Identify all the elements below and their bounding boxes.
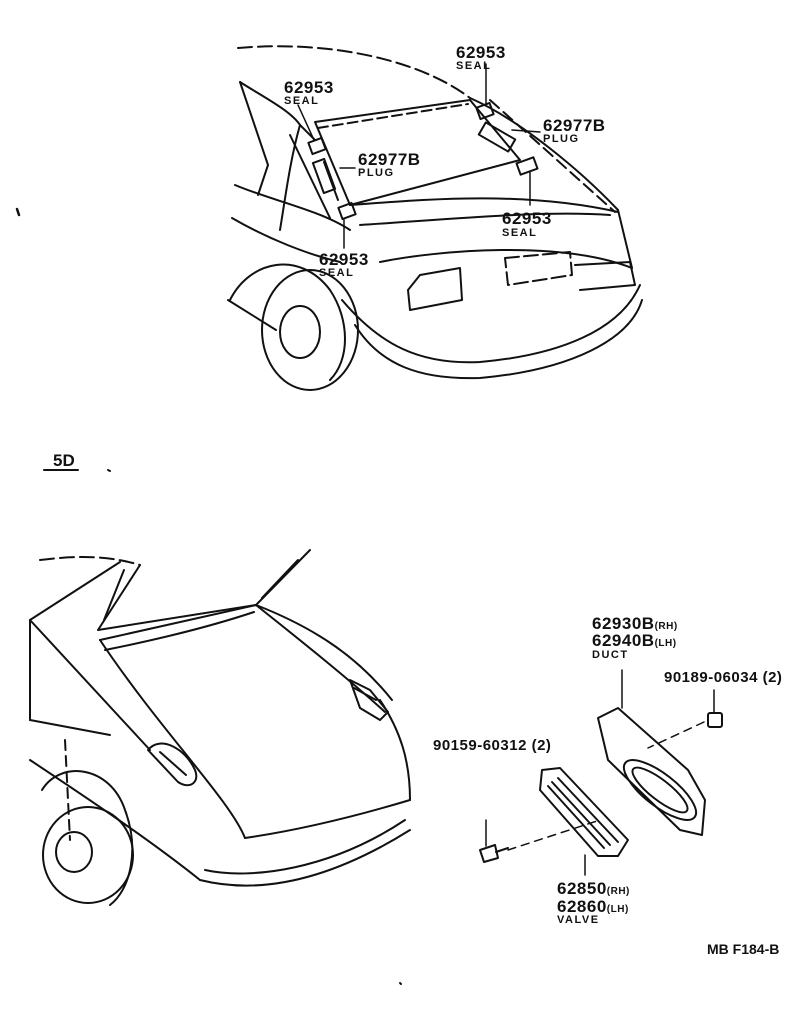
seal-part-number: 62953: [456, 43, 506, 62]
seal-part-number: 62953: [502, 209, 552, 228]
valve-part-number-lh: 62860(LH): [557, 898, 629, 915]
top-car-body: [227, 45, 643, 391]
seal-part-number: 62953: [284, 78, 334, 97]
bottom-car-body: [29, 549, 411, 906]
duct-part-number-rh: 62930B(RH): [592, 615, 678, 632]
valve-rh-suffix: (RH): [606, 886, 630, 897]
screw-part-number: 90159-60312 (2): [433, 737, 552, 754]
seal-name: SEAL: [319, 267, 355, 279]
bottom-parts: [479, 669, 723, 876]
plug-name: PLUG: [358, 167, 395, 179]
plug-name: PLUG: [543, 133, 580, 145]
plug-part-number: 62977B: [543, 116, 606, 135]
valve-lh-suffix: (LH): [606, 904, 629, 915]
seal-part-number: 62953: [319, 250, 369, 269]
seal-name: SEAL: [456, 60, 492, 72]
figure-code: MB F184-B: [707, 941, 780, 957]
nut-part-number: 90189-06034 (2): [664, 669, 783, 686]
duct-part-number-lh: 62940B(LH): [592, 632, 677, 649]
valve-part-number-rh: 62850(RH): [557, 880, 630, 897]
valve-rh-number: 62850: [557, 879, 607, 898]
section-label: 5D: [53, 451, 75, 470]
duct-name: DUCT: [592, 649, 629, 661]
duct-lh-suffix: (LH): [654, 638, 677, 649]
duct-rh-suffix: (RH): [654, 621, 678, 632]
top-parts: [297, 63, 541, 249]
valve-name: VALVE: [557, 914, 600, 926]
seal-name: SEAL: [284, 95, 320, 107]
plug-part-number: 62977B: [358, 150, 421, 169]
duct-rh-number: 62930B: [592, 614, 655, 633]
seal-name: SEAL: [502, 227, 538, 239]
valve-lh-number: 62860: [557, 897, 607, 916]
duct-lh-number: 62940B: [592, 631, 655, 650]
